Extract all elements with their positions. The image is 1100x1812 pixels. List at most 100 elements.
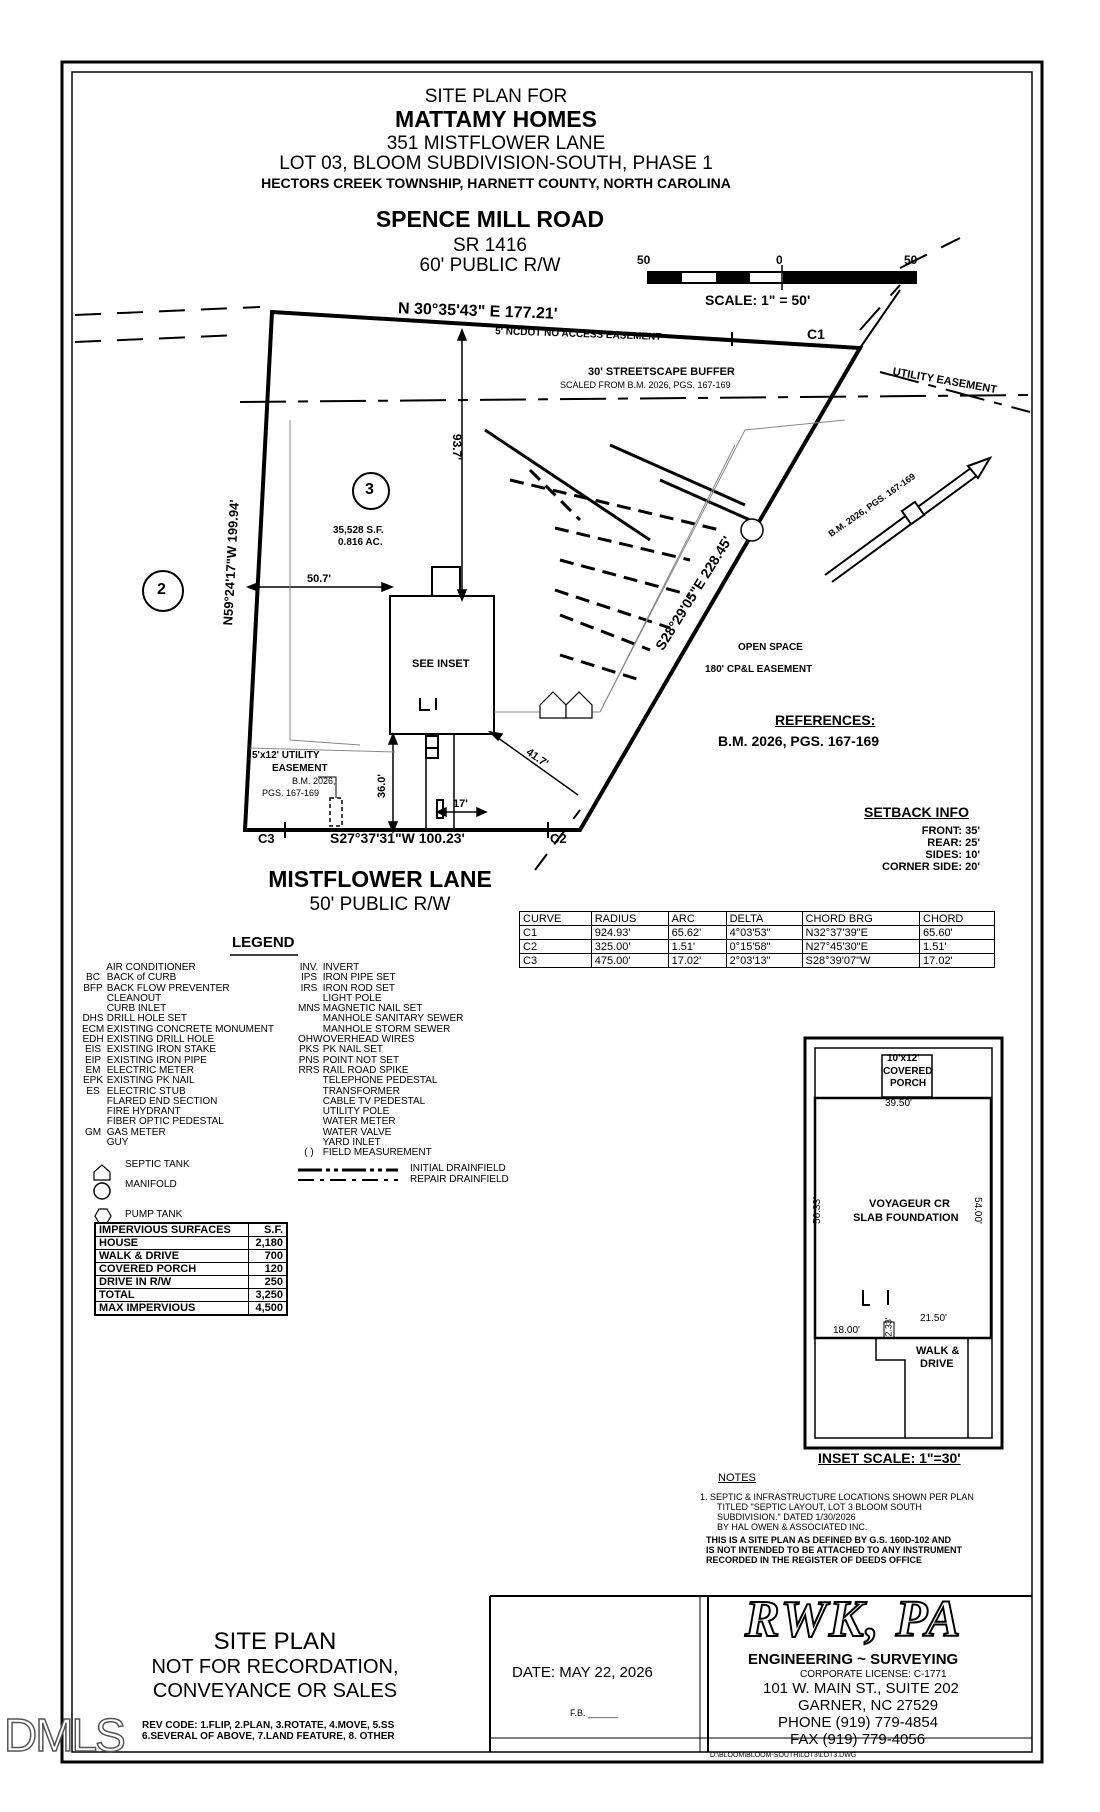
- firm-license: CORPORATE LICENSE: C-1771: [800, 1669, 947, 1680]
- references-heading: REFERENCES:: [775, 712, 876, 728]
- scale-right: 50: [904, 253, 918, 267]
- legend-text: TELEPHONE PEDESTAL: [320, 1075, 438, 1087]
- legend-abbrev: ES: [86, 1085, 100, 1097]
- setback-93-dim: 93.7': [450, 433, 465, 461]
- legend-text: EXISTING IRON STAKE: [104, 1044, 217, 1056]
- outer-border: [60, 60, 1044, 1764]
- title-line-4: LOT 03, BLOOM SUBDIVISION-SOUTH, PHASE 1: [279, 153, 713, 174]
- legend-initial: INITIAL DRAINFIELD: [410, 1163, 506, 1174]
- inset-frame: [803, 1036, 1004, 1450]
- util-easement-1: 5'x12' UTILITY: [252, 750, 320, 761]
- legend-text: CURB INLET: [104, 1003, 167, 1015]
- curve-cell: 1.51': [919, 939, 995, 954]
- curve-cell: DELTA: [725, 911, 803, 926]
- legend-abbrev: EDH: [82, 1034, 104, 1046]
- scale-text: SCALE: 1" = 50': [705, 292, 811, 308]
- not-for-line-1: NOT FOR RECORDATION,: [151, 1656, 399, 1678]
- legend-text: FIELD MEASUREMENT: [320, 1147, 432, 1159]
- lot-area-ac: 0.816 AC.: [338, 537, 383, 548]
- legend-text: DRILL HOLE SET: [104, 1013, 187, 1025]
- impervious-cell: TOTAL: [94, 1288, 249, 1302]
- legend-text: INVERT: [320, 962, 360, 973]
- legend-text: EXISTING DRILL HOLE: [104, 1034, 215, 1046]
- legend-text: PK NAIL SET: [320, 1044, 383, 1056]
- legend-abbrev: ( ): [304, 1147, 314, 1159]
- inset-porch-3: PORCH: [890, 1078, 927, 1089]
- legend-text: UTILITY POLE: [320, 1106, 390, 1118]
- title-line-1: SITE PLAN FOR: [424, 86, 568, 107]
- inset-dim-2-33: 2.33': [883, 1317, 894, 1337]
- legend-right-item: MANHOLE STORM SEWER: [298, 1023, 528, 1035]
- legend-left-item: EIS EXISTING IRON STAKE: [82, 1044, 292, 1056]
- impervious-cell: 120: [247, 1262, 288, 1276]
- legend-abbrev: EIS: [84, 1044, 102, 1056]
- legend-right-item: MANHOLE SANITARY SEWER: [298, 1014, 528, 1024]
- legend-text: FIBER OPTIC PEDESTAL: [104, 1116, 224, 1128]
- inset-dim-56-33: 56.33': [811, 1197, 823, 1224]
- legend-left-item: CLEANOUT: [82, 992, 292, 1004]
- curve-c2-label: C2: [550, 831, 567, 846]
- inset-house-2: SLAB FOUNDATION: [853, 1212, 959, 1224]
- legend-abbrev: MNS: [298, 1003, 321, 1015]
- impervious-cell: HOUSE: [94, 1236, 249, 1250]
- legend-right-item: WATER VALVE: [298, 1127, 528, 1138]
- legend-abbrev: DHS: [82, 1013, 104, 1025]
- curve-cell: C2: [519, 939, 592, 954]
- legend-abbrev: EM: [85, 1064, 101, 1076]
- note-1d: BY HAL OWEN & ASSOCIATED INC.: [717, 1522, 868, 1532]
- curve-cell: 4°03'53": [725, 925, 803, 940]
- lot-number: 3: [365, 481, 374, 498]
- legend-abbrev: EPK: [82, 1075, 103, 1087]
- legend-left-item: FLARED END SECTION: [82, 1096, 292, 1107]
- legend-left-item: CURB INLET: [82, 1004, 292, 1014]
- scale-mid: 0: [776, 253, 783, 267]
- curve-cell: N27°45'30"E: [801, 939, 921, 954]
- note-2b: IS NOT INTENDED TO BE ATTACHED TO ANY IN…: [706, 1545, 963, 1555]
- legend-text: CLEANOUT: [104, 992, 162, 1004]
- firm-address-2: GARNER, NC 27529: [798, 1697, 939, 1714]
- legend-text: EXISTING PK NAIL: [104, 1075, 195, 1087]
- curve-cell: 65.62': [667, 925, 727, 940]
- title-line-2: MATTAMY HOMES: [395, 106, 597, 132]
- inset-house-1: VOYAGEUR CR: [869, 1198, 950, 1210]
- bottom-road-rw: 50' PUBLIC R/W: [309, 894, 451, 915]
- site-plan-label: SITE PLAN: [213, 1628, 337, 1655]
- legend-text: EXISTING IRON PIPE: [104, 1054, 207, 1066]
- legend-text: CABLE TV PEDESTAL: [320, 1095, 426, 1107]
- legend-text: MAGNETIC NAIL SET: [320, 1003, 423, 1015]
- curve-cell: ARC: [667, 911, 727, 926]
- legend-abbrev: BFP: [83, 982, 103, 994]
- lot-area-sf: 35,528 S.F.: [333, 525, 384, 536]
- legend-abbrev: GM: [84, 1126, 102, 1138]
- legend-text: MANHOLE STORM SEWER: [320, 1023, 451, 1035]
- legend-left-item: ECM EXISTING CONCRETE MONUMENT: [82, 1023, 292, 1035]
- curve-cell: 325.00': [590, 939, 669, 954]
- firm-logo: RWK, PA: [744, 1590, 963, 1649]
- legend-right-item: UTILITY POLE: [298, 1107, 528, 1117]
- top-road-name: SPENCE MILL ROAD: [375, 206, 605, 232]
- legend-text: BACK FLOW PREVENTER: [104, 982, 230, 994]
- legend-left-item: EIP EXISTING IRON PIPE: [82, 1054, 292, 1066]
- legend-right-item: CABLE TV PEDESTAL: [298, 1095, 528, 1107]
- impervious-cell: DRIVE IN R/W: [94, 1275, 249, 1289]
- note-1b: TITLED "SEPTIC LAYOUT, LOT 3 BLOOM SOUTH: [717, 1502, 922, 1512]
- legend-left-item: ES ELECTRIC STUB: [82, 1085, 292, 1097]
- impervious-cell: S.F.: [247, 1222, 288, 1237]
- impervious-cell: 250: [247, 1275, 288, 1289]
- curve-cell: 0°15'58": [725, 939, 803, 954]
- note-2a: THIS IS A SITE PLAN AS DEFINED BY G.S. 1…: [706, 1535, 952, 1545]
- curve-cell: CHORD: [919, 911, 995, 926]
- legend-text: ELECTRIC METER: [104, 1064, 195, 1076]
- curve-c1-label: C1: [807, 326, 825, 342]
- inner-border: [71, 71, 1033, 1753]
- legend-text: EXISTING CONCRETE MONUMENT: [104, 1023, 275, 1035]
- legend-abbrev: PNS: [298, 1054, 320, 1066]
